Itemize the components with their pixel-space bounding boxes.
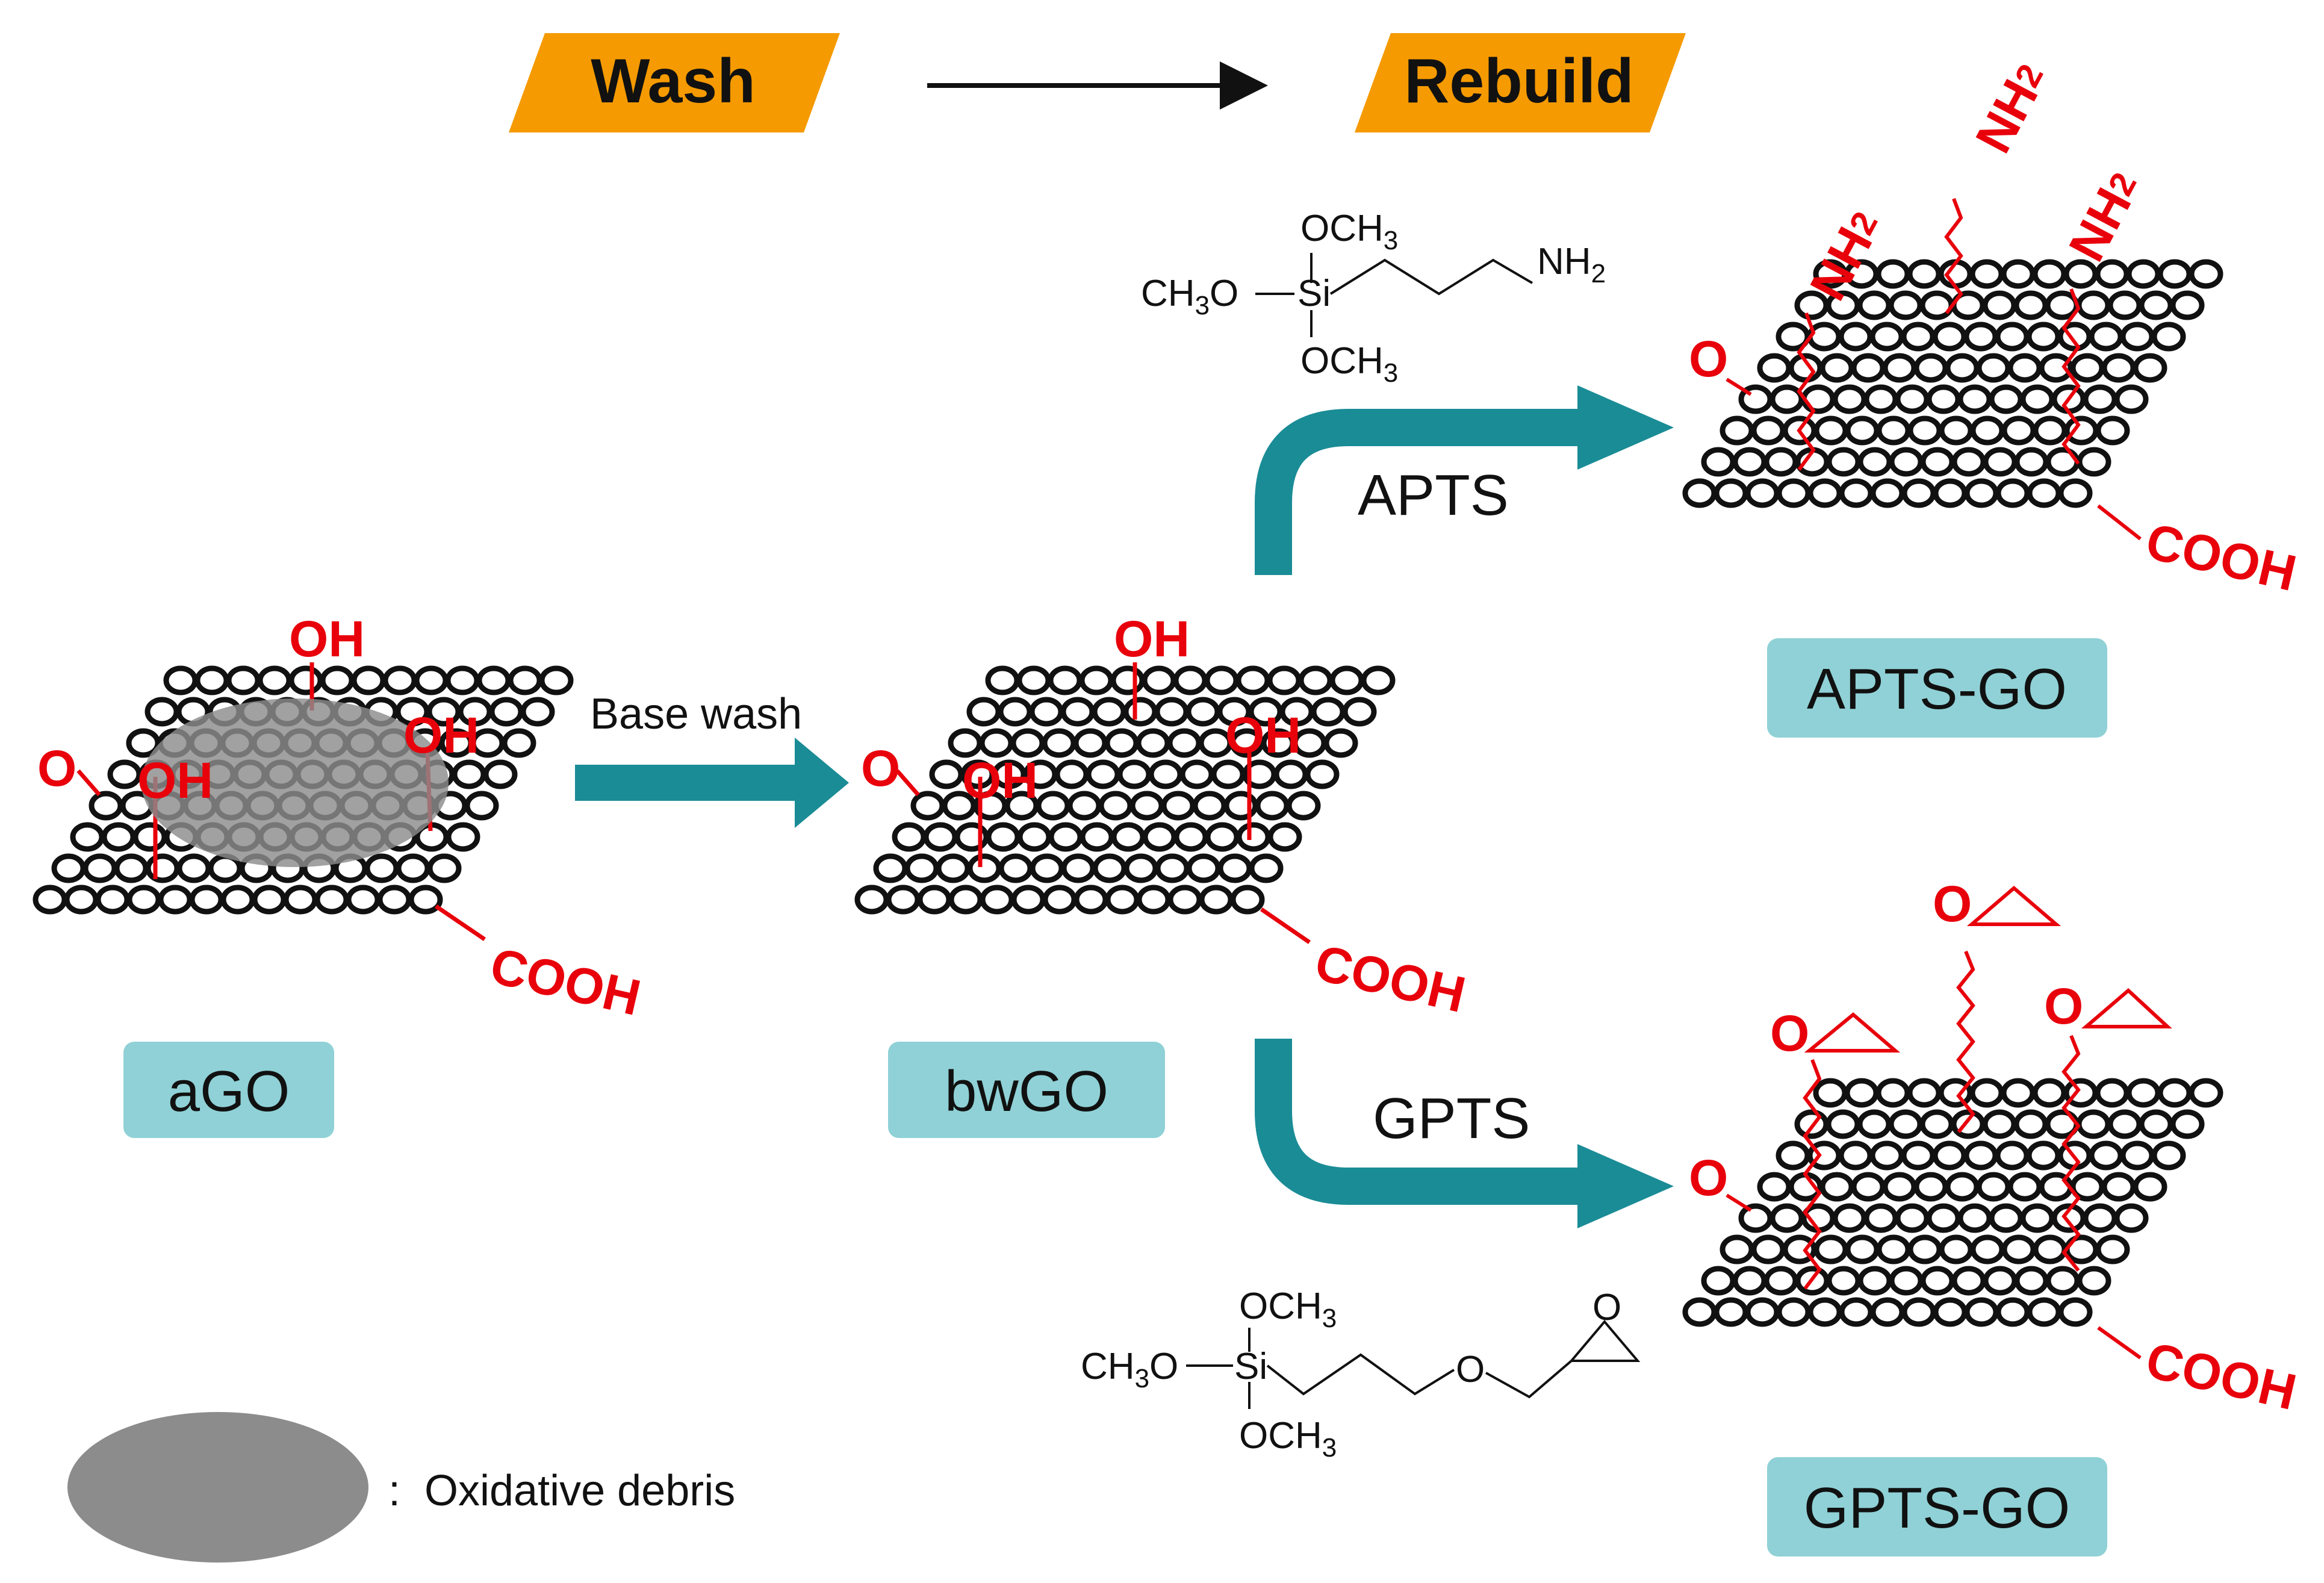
stage-rebuild-banner: [1355, 33, 1686, 132]
bwgo-oh-right: OH: [1225, 707, 1301, 764]
bwgo-functional-groups: [895, 662, 1311, 944]
gptsgo-epoxy-chains: [1726, 886, 2172, 1360]
apts-label: APTS: [1358, 463, 1509, 527]
gptsgo-label: GPTS-GO: [1804, 1476, 2071, 1540]
gptsgo-o-carbonyl: O: [1689, 1149, 1728, 1206]
aptsgo-graphene-sheet: [1682, 259, 2223, 508]
ago-oh-right: OH: [403, 707, 479, 764]
apts-si: Si: [1297, 273, 1331, 314]
ago-oh-top: OH: [289, 611, 365, 667]
oxidative-debris-patch: [141, 698, 449, 867]
stage-wash-label: Wash: [591, 46, 756, 116]
aptsgo-nh2-mid: NH2: [1965, 54, 2058, 162]
gptsgo-cooh: COOH: [2141, 1331, 2302, 1420]
gpts-och3-bottom: OCH3: [1239, 1415, 1337, 1463]
aptsgo-label-box: APTS-GO: [1767, 638, 2107, 738]
ago-label: aGO: [168, 1059, 290, 1124]
ago-oh-left: OH: [137, 752, 213, 809]
apts-nh2: NH2: [1537, 241, 1606, 288]
gpts-arrow[interactable]: [1255, 1039, 1674, 1228]
aptsgo-o-carbonyl: O: [1689, 331, 1728, 387]
aptsgo-label: APTS-GO: [1807, 657, 2067, 721]
gpts-label: GPTS: [1373, 1086, 1530, 1151]
aptsgo-cooh: COOH: [2141, 512, 2302, 602]
apts-ch3o: CH3O: [1141, 273, 1238, 320]
bwgo-graphene-sheet: [854, 665, 1396, 915]
bwgo-label-box: bwGO: [888, 1042, 1165, 1138]
bwgo-oh-top: OH: [1114, 611, 1190, 667]
stage-wash-banner: [509, 33, 840, 132]
gpts-reagent-structure: OCH3 CH3O Si OCH3 O O: [1081, 1286, 1641, 1463]
ago-o-carbonyl: O: [37, 740, 76, 797]
gptsgo-label-box: GPTS-GO: [1767, 1457, 2107, 1557]
bwgo-cooh: COOH: [1310, 934, 1471, 1023]
gpts-och3-top: OCH3: [1239, 1286, 1337, 1333]
apts-reagent-structure: OCH3 CH3O Si OCH3 NH2: [1141, 208, 1606, 388]
gptsgo-epoxy-o-mid: O: [1933, 875, 1972, 932]
gptsgo-graphene-sheet: [1682, 1078, 2223, 1327]
apts-och3-bottom: OCH3: [1300, 340, 1398, 388]
bwgo-o-carbonyl: O: [861, 740, 900, 797]
legend-text: Oxidative debris: [424, 1467, 735, 1515]
stage-wash: Wash: [509, 33, 840, 132]
gpts-ch3o: CH3O: [1081, 1346, 1178, 1393]
aptsgo-amine-chains: [1726, 197, 2142, 541]
gptsgo-epoxy-o-left: O: [1770, 1005, 1809, 1062]
legend-debris-swatch: [67, 1412, 368, 1563]
ago-cooh: COOH: [485, 937, 646, 1026]
base-wash-label: Base wash: [590, 690, 802, 738]
legend: : Oxidative debris: [67, 1412, 735, 1563]
stage-rebuild: Rebuild: [1355, 33, 1686, 132]
stage-rebuild-label: Rebuild: [1404, 46, 1633, 116]
gpts-epoxy-o: O: [1592, 1287, 1621, 1328]
gpts-ether-o: O: [1456, 1349, 1485, 1390]
ago-label-box: aGO: [123, 1042, 334, 1138]
bwgo-oh-left: OH: [962, 752, 1038, 809]
apts-och3-top: OCH3: [1300, 208, 1398, 255]
aptsgo-nh2-right: NH2: [2058, 162, 2151, 270]
legend-colon: :: [388, 1467, 400, 1515]
bwgo-label: bwGO: [945, 1059, 1108, 1124]
gpts-si: Si: [1234, 1346, 1267, 1387]
apts-arrow[interactable]: [1255, 385, 1674, 575]
gptsgo-epoxy-o-right: O: [2044, 978, 2083, 1034]
base-wash-arrow[interactable]: [575, 738, 849, 828]
